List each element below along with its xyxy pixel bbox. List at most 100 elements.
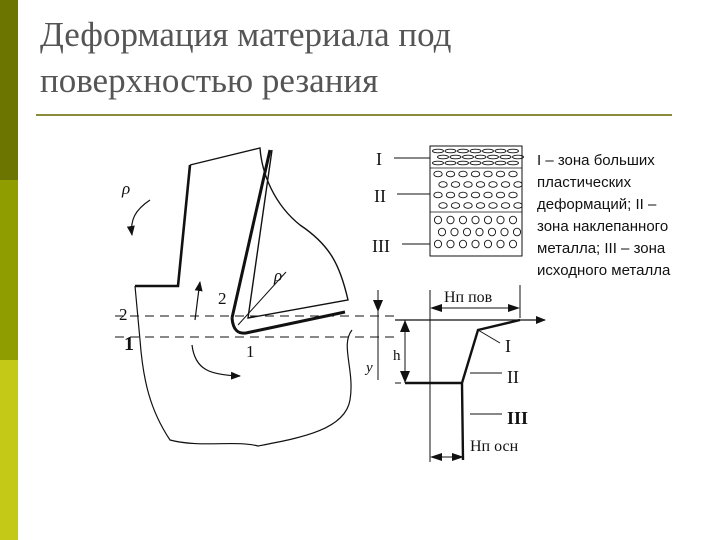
slide-title: Деформация материала под поверхностью ре… [40,12,680,104]
grain-zone-II [483,191,493,199]
workpiece-outline [134,285,353,447]
grain-zone-II [513,202,523,209]
h-arrow-bottom [400,371,410,383]
flow-arrow-down [191,344,241,380]
grain-pattern [432,148,524,249]
grain-zone-I [494,148,507,154]
slide-title-line-2: поверхностью резания [40,61,379,100]
grain-zone-II [500,202,511,209]
grain-zone-I [437,154,449,160]
grain-zone-III [433,239,443,249]
grain-zone-II [450,181,461,188]
grain-zone-I [482,160,494,166]
legend-line-1: I – зона больших [537,152,655,169]
grain-zone-II [433,170,443,178]
graph-leader-I [477,329,501,344]
sidebar-segment-bottom [0,360,18,540]
legend-line-3: деформаций; II – [537,196,657,213]
legend-line-4: зона наклепанного [537,218,669,235]
grain-zone-III [500,227,509,237]
grain-zone-II [495,170,506,178]
rho-rotation-arrow [126,199,151,236]
hosn-arrow-right [452,453,464,461]
grain-zone-I [469,148,482,154]
grain-zone-II [470,170,481,178]
graph-label-III: III [507,408,528,428]
grain-zone-I [457,148,469,154]
grain-zone-III [512,227,522,237]
zone-label-I: I [376,149,382,169]
grain-zone-III [433,215,443,225]
grain-zone-I [462,154,474,160]
slide-title-line-1: Деформация материала под [40,15,452,54]
zone-label-III: III [372,236,390,256]
title-underline [36,114,672,116]
label-num-1: 1 [246,342,255,361]
grain-zone-III [475,227,484,237]
grain-zone-I [474,154,487,160]
grain-zone-II [475,202,486,209]
label-rho-mid: ρ [273,266,282,285]
grain-zone-II [463,181,473,188]
grain-zone-I [469,160,482,166]
grain-zone-II [450,202,461,209]
hosn-arrow-left [430,453,442,461]
label-h-osn: Hп осн [470,438,519,455]
grain-zone-I [432,148,444,154]
grain-zone-II [433,191,443,199]
grain-zone-II [495,191,506,199]
grain-zone-II [458,170,468,178]
label-h-pov: Hп пов [444,289,493,306]
grain-zone-I [444,148,457,154]
grain-zone-I [507,160,519,166]
hpov-arrow-right [508,304,520,312]
tool-cutting-edge [230,310,346,335]
grain-zone-III [496,215,505,225]
grain-zone-II [438,181,448,188]
shear-line [237,271,287,326]
grain-zone-III [446,239,455,249]
graph-label-II: II [507,367,519,387]
grain-zone-II [488,181,498,188]
grain-zone-II [483,170,493,178]
grain-zone-III [446,215,455,225]
grain-zone-II [488,202,498,209]
h-arrow-top [400,320,410,332]
sidebar-segment-middle [0,180,18,360]
hardness-curve [460,318,521,461]
grain-zone-I [432,160,444,166]
grain-zone-III [458,239,468,249]
grain-zone-II [463,202,473,209]
grain-zone-III [450,227,459,237]
grain-zone-II [458,191,468,199]
grain-zone-III [437,227,447,237]
grain-zone-III [483,239,493,249]
grain-zone-I [444,160,457,166]
chip-left-edge [135,164,192,288]
grain-zone-II [508,170,518,178]
tool-rake-face [230,149,272,319]
legend-line-2: пластических [537,174,632,191]
legend-line-5: металла; III – зона [537,240,666,257]
grain-zone-I [482,148,494,154]
hpov-arrow-left [430,304,442,312]
grain-zone-III [458,215,468,225]
zone-label-II: II [374,186,386,206]
label-left-2: 2 [119,305,128,324]
grain-zone-III [471,215,480,225]
label-y: y [364,360,373,376]
grain-zone-I [512,154,524,160]
zone-legend: I – зона больших пластических деформаций… [537,150,717,282]
grain-zone-III [487,227,497,237]
graph-label-I: I [505,336,511,356]
grain-zone-I [507,148,519,154]
grain-zone-III [508,215,518,225]
grain-zone-II [513,181,523,188]
flow-arrow-up [194,281,203,321]
legend-line-6: исходного металла [537,262,671,279]
grain-zone-II [508,191,518,199]
slide-sidebar [0,0,18,540]
grain-zone-II [445,170,456,178]
y-arrow-head [373,300,383,312]
